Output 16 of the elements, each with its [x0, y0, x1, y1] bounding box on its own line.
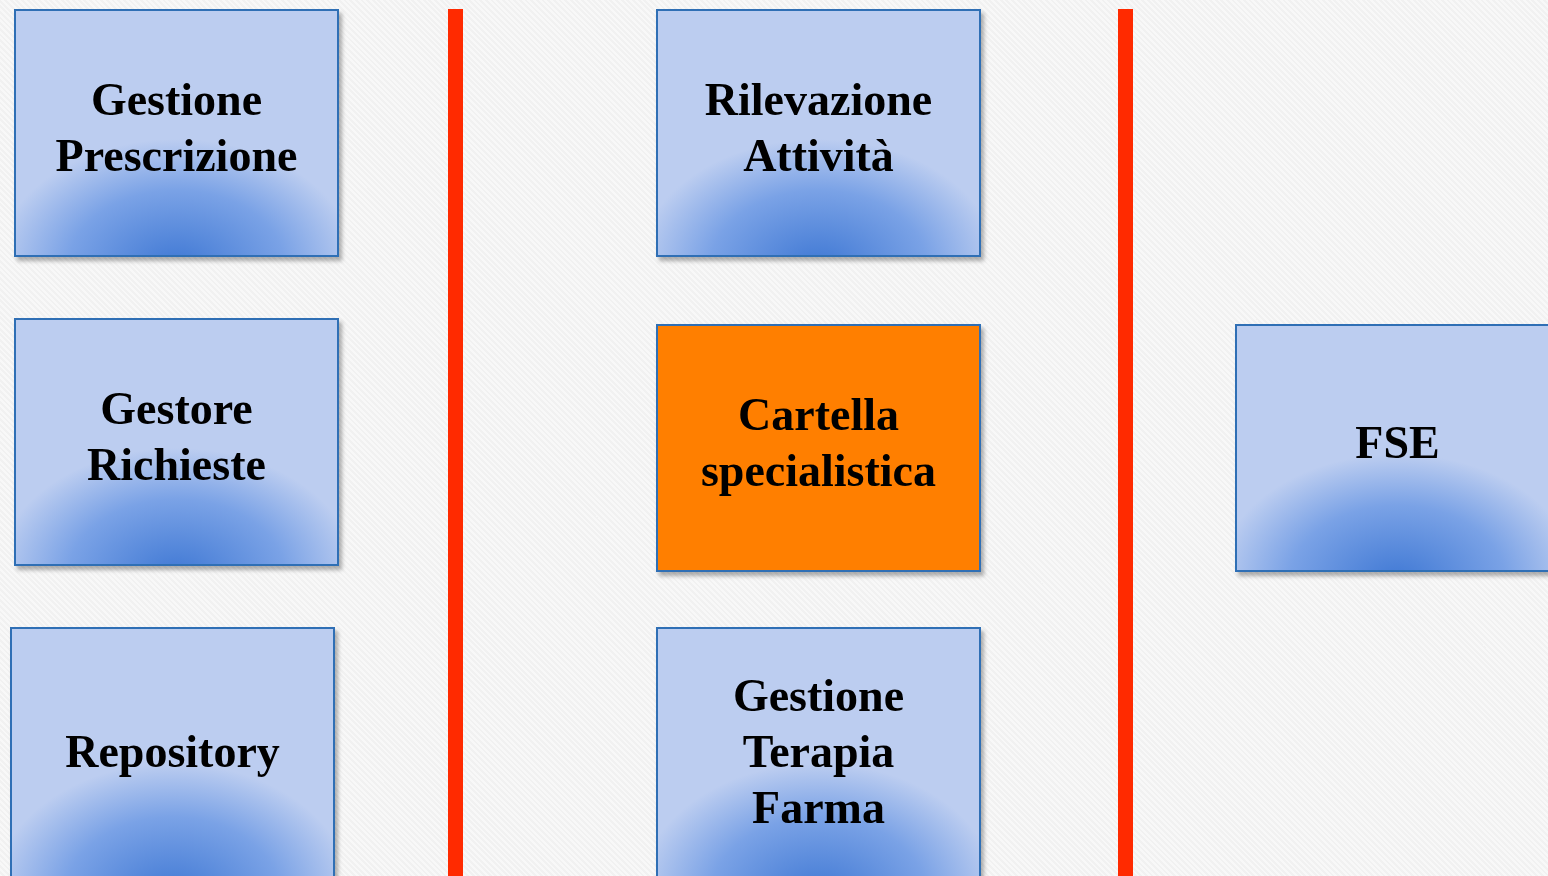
module-box	[10, 627, 335, 876]
module-label: Gestione Terapia Farma	[731, 669, 906, 835]
module-label: Cartella specialistica	[699, 388, 938, 498]
module-box	[656, 9, 981, 257]
module-box	[1235, 324, 1548, 572]
module-label: Gestione Prescrizione	[54, 73, 299, 183]
module-box	[656, 324, 981, 572]
module-label: FSE	[1355, 416, 1440, 470]
module-label: Gestore Richieste	[86, 382, 267, 492]
divider-bar	[448, 9, 463, 876]
module-label: Rilevazione Attività	[703, 73, 934, 183]
module-box	[656, 627, 981, 876]
module-box	[14, 9, 339, 257]
divider-bar	[1118, 9, 1133, 876]
module-label: Repository	[65, 725, 280, 779]
module-box	[14, 318, 339, 566]
